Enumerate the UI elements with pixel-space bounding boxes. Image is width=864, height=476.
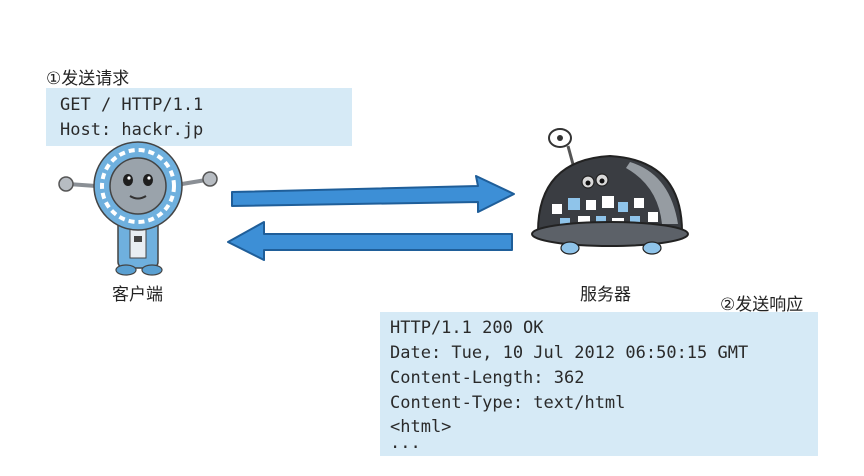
response-step-label: ②发送响应 xyxy=(720,295,804,315)
response-status-line: HTTP/1.1 200 OK xyxy=(390,318,544,338)
request-host-line: Host: hackr.jp xyxy=(60,120,204,140)
robot-client-icon xyxy=(58,141,218,276)
response-ellipsis-line: ... xyxy=(390,433,421,453)
request-step-label: ①发送请求 xyxy=(46,69,130,89)
response-body-line: <html> xyxy=(390,417,452,437)
response-message-box: HTTP/1.1 200 OK Date: Tue, 10 Jul 2012 0… xyxy=(380,312,818,456)
request-line: GET / HTTP/1.1 xyxy=(60,95,204,115)
request-arrow xyxy=(231,175,515,213)
response-arrow xyxy=(227,221,513,261)
request-message-box: GET / HTTP/1.1 Host: hackr.jp xyxy=(46,88,352,146)
response-content-length-line: Content-Length: 362 xyxy=(390,368,585,388)
server-caption: 服务器 xyxy=(580,285,631,305)
response-date-line: Date: Tue, 10 Jul 2012 06:50:15 GMT xyxy=(390,343,749,363)
response-content-type-line: Content-Type: text/html xyxy=(390,393,626,413)
client-caption: 客户端 xyxy=(112,285,163,305)
robot-server-icon xyxy=(531,128,689,255)
